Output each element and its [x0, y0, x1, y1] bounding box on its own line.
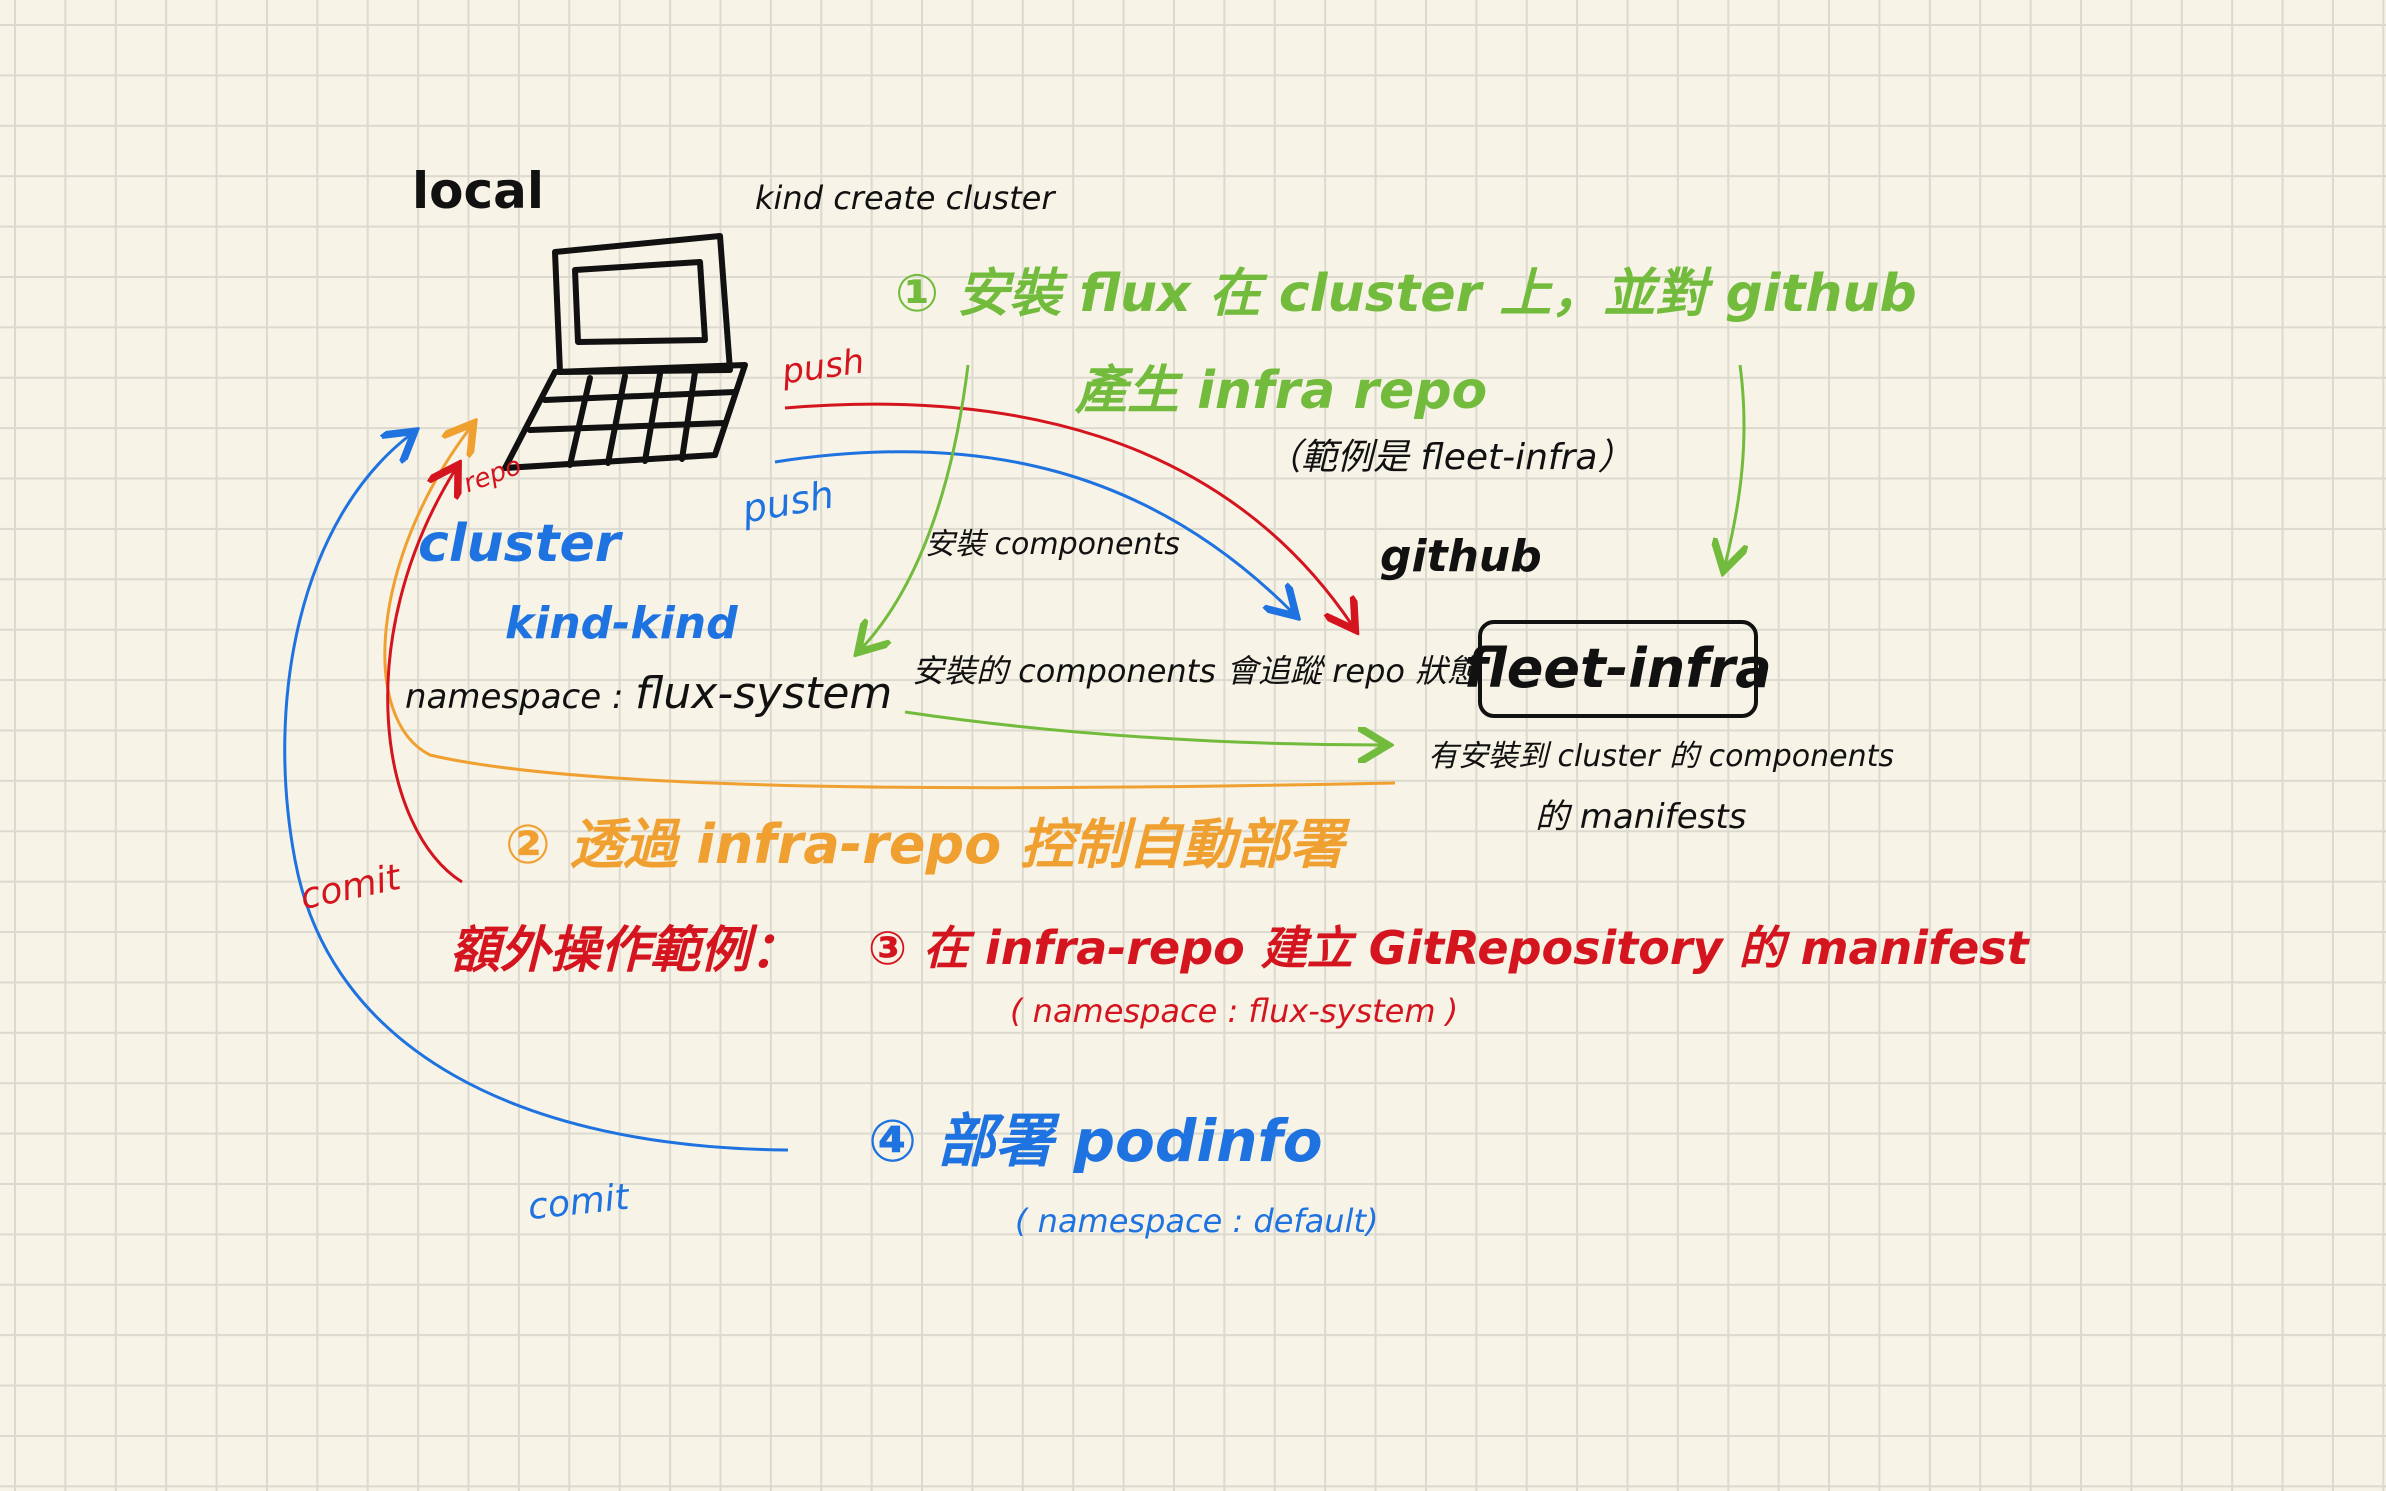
step3-namespace: ( namespace : flux-system ): [1010, 992, 1459, 1030]
manifests-line1: 有安裝到 cluster 的 components: [1428, 739, 1894, 774]
push-blue-arrow: [774, 450, 1292, 612]
step2-orange-arrow: [383, 428, 1396, 790]
tracking-arrow: [904, 710, 1382, 745]
fleet-infra-label: fleet-infra: [1464, 637, 1772, 700]
step4-namespace: ( namespace : default): [1015, 1202, 1379, 1240]
push-red-arrow: [784, 402, 1352, 625]
laptop-icon: [502, 233, 748, 471]
step3-label: ③ 在 infra-repo 建立 GitRepository 的 manife…: [868, 921, 2029, 975]
flux-system-label: flux-system: [635, 668, 893, 719]
fleet-infra-repo-box: fleet-infra: [1464, 620, 1772, 718]
step2-label: ② 透過 infra-repo 控制自動部署: [505, 813, 1345, 876]
comit-blue-label: comit: [526, 1176, 631, 1229]
install-components-label: 安裝 components: [925, 527, 1180, 562]
step1-line2: 產生 infra repo: [1075, 361, 1488, 421]
install-components-arrow: [862, 364, 970, 648]
comit-blue-arrow: [283, 435, 789, 1152]
kind-kind-label: kind-kind: [505, 598, 738, 649]
step1-to-github-arrow: [1725, 364, 1744, 565]
push-red-label: push: [779, 341, 867, 393]
step1-line1: ① 安裝 flux 在 cluster 上，並對 github: [895, 264, 1917, 324]
step4-label: ④ 部署 podinfo: [868, 1107, 1323, 1175]
namespace-label: namespace :: [405, 677, 624, 717]
step1-example: （範例是 fleet-infra）: [1265, 437, 1634, 478]
github-label: github: [1380, 531, 1542, 582]
extra-ops-prefix: 額外操作範例：: [450, 921, 800, 979]
local-label: local: [412, 162, 545, 220]
kind-create-cluster-label: kind create cluster: [755, 179, 1055, 217]
comit-red-arrow: [386, 470, 463, 884]
cluster-label: cluster: [418, 514, 621, 574]
manifests-line2: 的 manifests: [1535, 797, 1747, 837]
tracking-label: 安裝的 components 會追蹤 repo 狀態: [912, 652, 1480, 690]
